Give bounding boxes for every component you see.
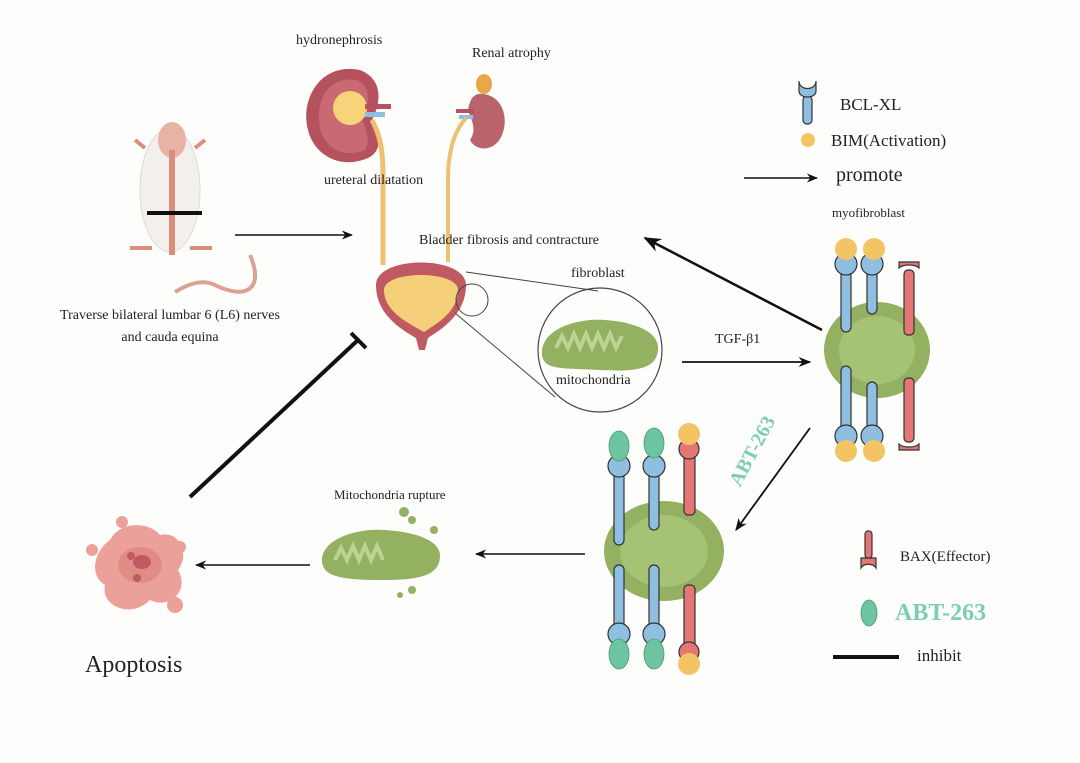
label-hydronephrosis: hydronephrosis <box>296 33 383 48</box>
bcl-xl-icon <box>798 80 817 125</box>
kidney-atrophy <box>456 74 505 149</box>
rat-tail <box>173 254 257 294</box>
apoptotic-cell <box>86 516 186 613</box>
label-mitochondria-rupture: Mitochondria rupture <box>334 487 446 502</box>
legend-icons <box>744 80 899 659</box>
legend-label-promote: promote <box>836 164 903 186</box>
right-ureter <box>446 116 468 262</box>
inhibit-line-icon <box>833 655 899 659</box>
promote-arrow-to-fibrosis <box>643 236 823 332</box>
label-myofibroblast: myofibroblast <box>832 205 905 220</box>
left-ureter <box>369 118 386 265</box>
abt-263-arrow <box>735 427 811 532</box>
label-mitochondria: mitochondria <box>556 373 631 388</box>
rat-illustration <box>130 122 257 294</box>
bim-icon <box>801 133 815 147</box>
mitochondria-healthy <box>541 319 659 371</box>
legend-label-bcl-xl: BCL-XL <box>840 95 902 114</box>
legend-label-inhibit: inhibit <box>917 646 962 665</box>
mitochondria-ruptured <box>321 507 440 598</box>
label-tgf-beta1: TGF-β1 <box>715 332 761 347</box>
abt-treated-complex <box>604 423 724 675</box>
rat-caption-line1: Traverse bilateral lumbar 6 (L6) nerves <box>60 308 280 323</box>
legend-label-bim: BIM(Activation) <box>831 131 947 150</box>
legend-label-bax: BAX(Effector) <box>900 549 991 565</box>
kidney-hydronephrosis <box>306 68 391 163</box>
label-renal-atrophy: Renal atrophy <box>472 46 551 61</box>
abt-263-icon <box>860 599 878 627</box>
rat-caption: Traverse bilateral lumbar 6 (L6) nerves … <box>20 305 320 349</box>
bladder <box>376 262 489 350</box>
bax-icon <box>860 530 877 571</box>
label-bladder-fibrosis: Bladder fibrosis and contracture <box>419 233 599 248</box>
zoom-line-bottom <box>454 312 556 398</box>
label-apoptosis: Apoptosis <box>85 652 183 678</box>
transection-bar <box>147 211 202 215</box>
label-ureteral-dilatation: ureteral dilatation <box>324 173 424 188</box>
legend-label-abt-263: ABT-263 <box>895 600 987 626</box>
zoom-line-top <box>465 271 599 292</box>
inhibit-line-apoptosis-to-bladder <box>188 331 368 499</box>
label-fibroblast: fibroblast <box>571 266 625 281</box>
rat-caption-line2: and cauda equina <box>121 330 219 345</box>
myofibroblast-complex <box>824 238 930 462</box>
fibroblast-zoom-circle <box>537 287 663 413</box>
